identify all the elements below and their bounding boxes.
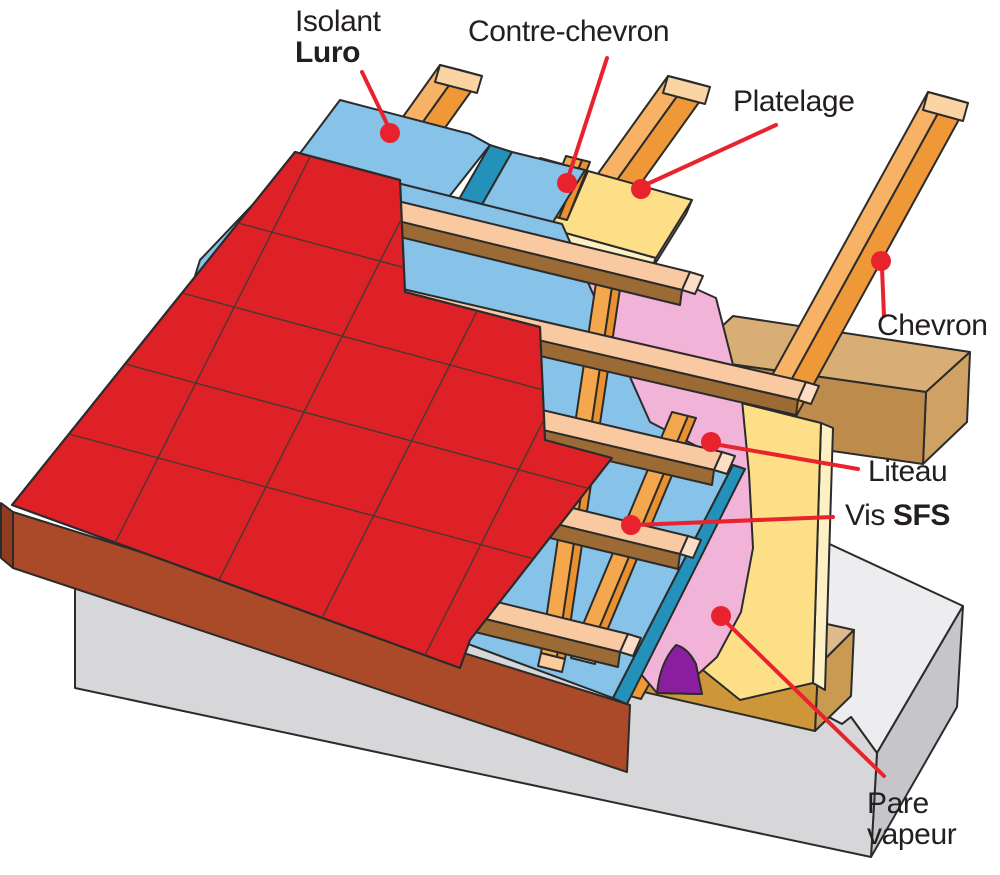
isolant-line2: Luro bbox=[295, 36, 361, 69]
chevron-dot bbox=[871, 251, 891, 271]
leader-lines bbox=[360, 56, 891, 778]
insulation-edge-bottom bbox=[612, 464, 746, 705]
pare-vapeur-dot bbox=[711, 606, 731, 626]
platelage-leader-line bbox=[641, 123, 778, 188]
pare-line1: Pare bbox=[867, 787, 929, 820]
pare-line2: vapeur bbox=[867, 818, 957, 851]
chevron-leader-line bbox=[880, 266, 886, 318]
label-contre-chevron: Contre-chevron bbox=[468, 15, 670, 48]
liteau-dot bbox=[701, 432, 721, 452]
vis-prefix: Vis bbox=[845, 499, 893, 532]
label-liteau: Liteau bbox=[868, 455, 948, 488]
liteau-leader-line bbox=[712, 442, 860, 471]
vis-bold: SFS bbox=[892, 499, 951, 532]
contre-chevron-dot bbox=[557, 173, 577, 193]
contre-chevron-leader-line bbox=[566, 56, 609, 180]
label-chevron: Chevron bbox=[877, 309, 988, 342]
insulation-panel-apex bbox=[294, 99, 491, 213]
isolant-dot bbox=[380, 123, 400, 143]
membrane-curl bbox=[656, 644, 703, 695]
pare-vapeur-leader-line bbox=[721, 617, 886, 778]
rafter-stub-top-center bbox=[591, 75, 711, 194]
label-vis-sfs: Vis SFS bbox=[845, 500, 950, 531]
vis-sfs-dot bbox=[621, 515, 641, 535]
label-isolant-luro: Isolant Luro bbox=[295, 6, 381, 68]
platelage-dot bbox=[631, 179, 651, 199]
isolant-leader-line bbox=[360, 70, 392, 132]
isolant-line1: Isolant bbox=[295, 5, 381, 38]
vis-sfs-leader-line bbox=[632, 515, 835, 527]
label-pare-vapeur: Pare vapeur bbox=[867, 787, 957, 851]
fascia-board-end bbox=[0, 502, 14, 569]
label-platelage: Platelage bbox=[733, 85, 855, 118]
